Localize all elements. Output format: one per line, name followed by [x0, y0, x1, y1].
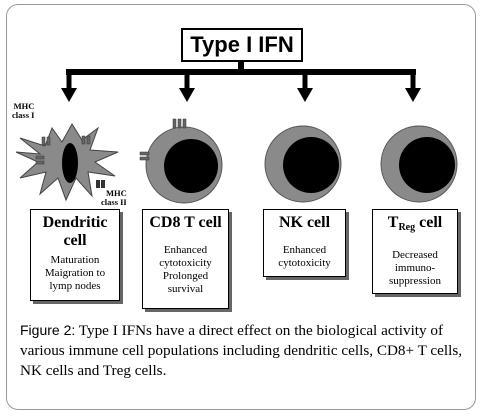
arrow-dendritic: [61, 72, 77, 102]
caption-text: Type I IFNs have a direct effect on the …: [20, 322, 463, 379]
arrow-cd8: [179, 72, 195, 102]
dendritic-cell-illustration: [15, 123, 119, 202]
nk-cell-illustration: [264, 125, 342, 203]
mhc-class-ii-label: MHC class II: [101, 188, 127, 207]
cd8-receptors: [139, 118, 187, 161]
card-nk: NK cell Enhanced cytotoxicity: [263, 209, 346, 277]
dendritic-nucleus: [62, 143, 78, 183]
card-treg-name-sub: Reg: [398, 222, 416, 233]
treg-nucleus: [399, 137, 455, 193]
nk-nucleus: [283, 137, 339, 193]
card-nk-name: NK cell: [278, 214, 331, 231]
arrow-treg: [405, 72, 421, 102]
card-treg: TReg cell Decreased immuno- suppression: [372, 209, 458, 294]
card-dendritic: Dendritic cell Maturation Maigration to …: [30, 209, 120, 301]
card-nk-desc: Enhanced cytotoxicity: [278, 244, 331, 269]
card-treg-name: TReg cell: [373, 214, 457, 237]
cd8-cell-illustration: [139, 118, 223, 204]
card-cd8-name: CD8 T cell: [149, 214, 222, 231]
card-cd8-desc: Enhanced cytotoxicity Prolonged survival: [159, 244, 212, 295]
card-dendritic-name: Dendritic cell: [42, 214, 108, 249]
caption-label: Figure 2:: [20, 322, 76, 338]
mhc-class-i-label: MHC class I: [12, 101, 35, 120]
figure-caption: Figure 2: Type I IFNs have a direct effe…: [20, 320, 466, 381]
title-box: Type I IFN: [181, 28, 303, 62]
card-treg-name-main: T: [387, 214, 399, 231]
card-dendritic-desc: Maturation Maigration to lymp nodes: [44, 254, 106, 292]
treg-cell-illustration: [380, 125, 458, 203]
mhc-class-i-receptors: [35, 135, 91, 165]
card-cd8: CD8 T cell Enhanced cytotoxicity Prolong…: [142, 209, 229, 309]
mhc-class-ii-receptors: [96, 180, 105, 188]
arrow-nk: [297, 72, 313, 102]
cd8-nucleus: [164, 139, 218, 193]
card-treg-name-rest: cell: [415, 214, 443, 231]
card-treg-desc: Decreased immuno- suppression: [389, 249, 441, 287]
